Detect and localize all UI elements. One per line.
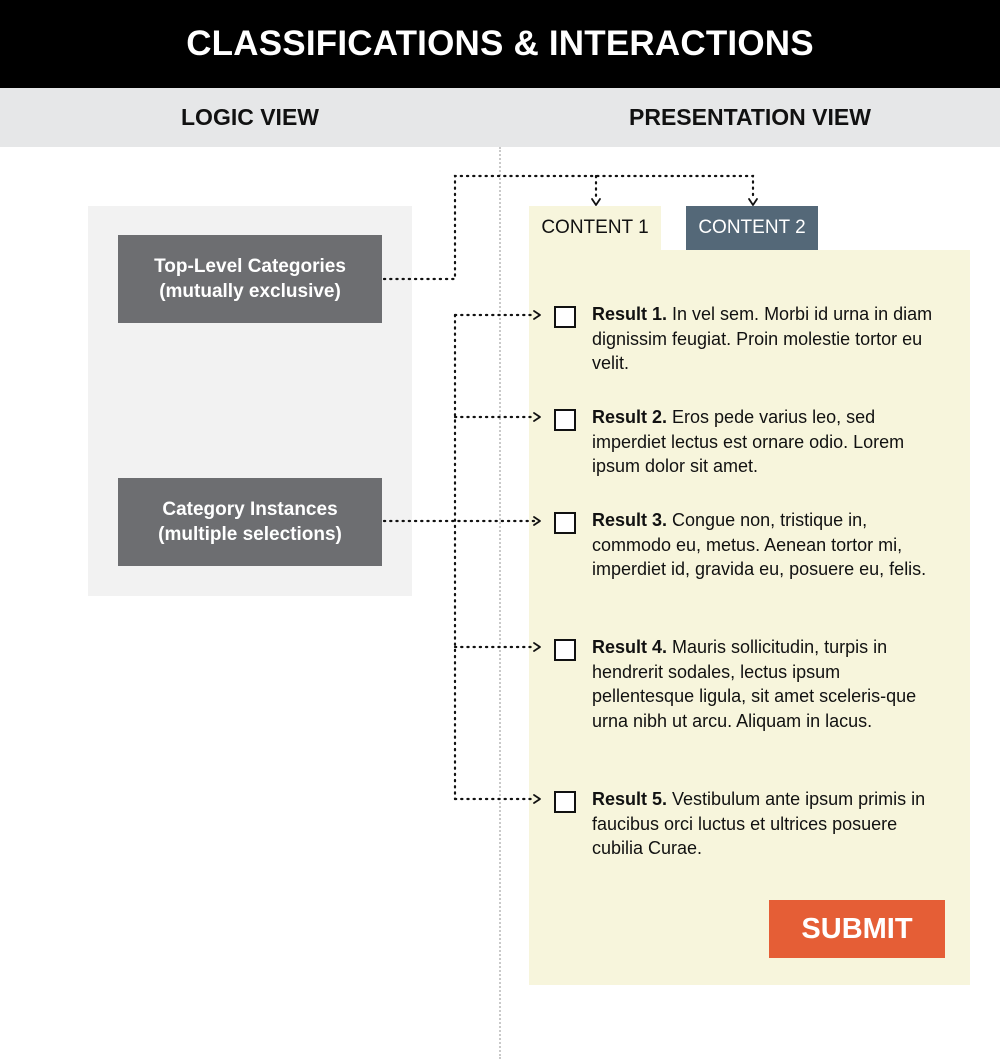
arrowhead-tab-2 (748, 198, 758, 206)
result-5-description: Vestibulum ante ipsum primis in faucibus… (592, 789, 926, 858)
column-divider (499, 147, 501, 1059)
result-3-text: Result 3. Congue non, tristique in, comm… (592, 508, 937, 582)
arrowhead-result-3 (533, 516, 541, 526)
result-2-label: Result 2. (592, 407, 668, 427)
result-4-checkbox[interactable] (554, 639, 576, 661)
result-4-label: Result 4. (592, 637, 668, 657)
arrowhead-result-2 (533, 412, 541, 422)
arrowhead-result-1 (533, 310, 541, 320)
category-instances-subtitle: (multiple selections) (158, 524, 342, 545)
column-header-row: LOGIC VIEW PRESENTATION VIEW (0, 88, 1000, 147)
presentation-view-heading: PRESENTATION VIEW (629, 104, 871, 130)
arrowhead-tab-1 (591, 198, 601, 206)
submit-button[interactable]: SUBMIT (769, 900, 945, 958)
tab-content-2[interactable]: CONTENT 2 (686, 206, 818, 250)
result-5-checkbox[interactable] (554, 791, 576, 813)
top-level-categories-subtitle: (mutually exclusive) (159, 281, 341, 302)
result-2-checkbox[interactable] (554, 409, 576, 431)
result-5-label: Result 5. (592, 789, 668, 809)
result-4-text: Result 4. Mauris sollicitudin, turpis in… (592, 635, 937, 733)
result-1-checkbox[interactable] (554, 306, 576, 328)
result-5-text: Result 5. Vestibulum ante ipsum primis i… (592, 787, 937, 861)
top-level-categories-box: Top-Level Categories (mutually exclusive… (118, 235, 382, 323)
result-4-description: Mauris sollicitudin, turpis in hendrerit… (592, 637, 917, 731)
logic-view-heading: LOGIC VIEW (181, 104, 319, 130)
result-3-checkbox[interactable] (554, 512, 576, 534)
result-2-text: Result 2. Eros pede varius leo, sed impe… (592, 405, 937, 479)
tab-content-1[interactable]: CONTENT 1 (529, 206, 661, 250)
result-1-text: Result 1. In vel sem. Morbi id urna in d… (592, 302, 937, 376)
result-2-description: Eros pede varius leo, sed imperdiet lect… (592, 407, 905, 476)
connector-top-level-to-tabs (382, 174, 755, 281)
arrowhead-result-4 (533, 642, 541, 652)
category-instances-box: Category Instances (multiple selections) (118, 478, 382, 566)
content-panel (529, 250, 970, 985)
result-3-label: Result 3. (592, 510, 668, 530)
result-1-label: Result 1. (592, 304, 668, 324)
arrowhead-result-5 (533, 794, 541, 804)
top-level-categories-title: Top-Level Categories (154, 256, 346, 277)
result-3-description: Congue non, tristique in, commodo eu, me… (592, 510, 927, 579)
category-instances-title: Category Instances (162, 499, 338, 520)
result-1-description: In vel sem. Morbi id urna in diam dignis… (592, 304, 933, 373)
page-title: CLASSIFICATIONS & INTERACTIONS (0, 0, 1000, 88)
